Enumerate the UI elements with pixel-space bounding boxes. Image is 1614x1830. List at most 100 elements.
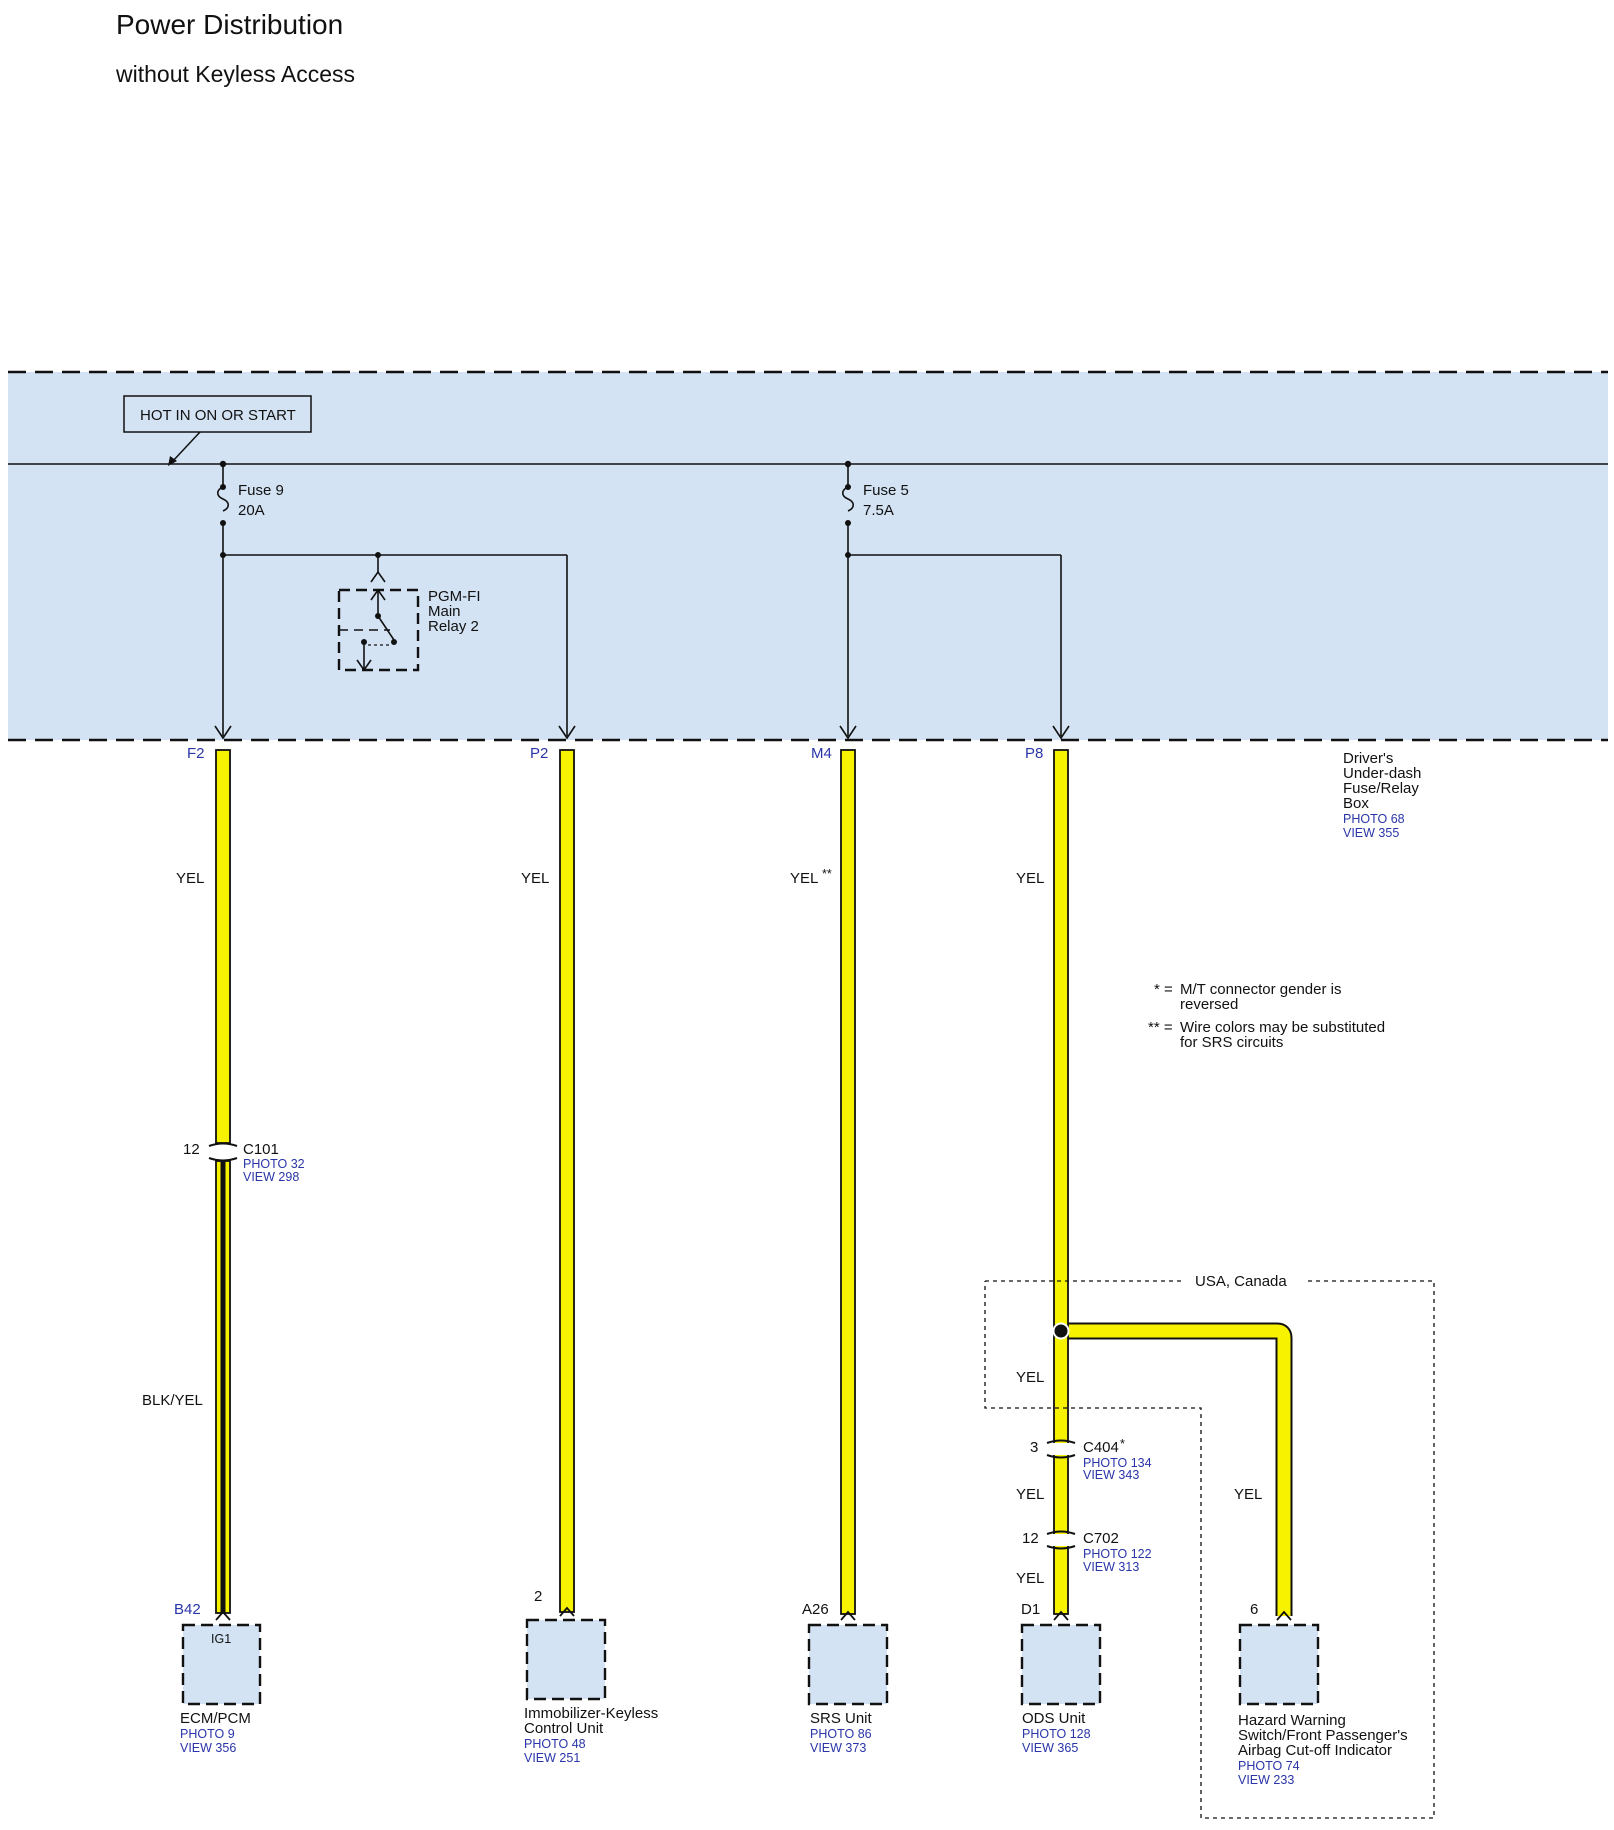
c702-name: C702 [1083,1530,1119,1547]
hot-label-box [123,395,312,433]
wire-ods-color-3: YEL [1016,1570,1044,1587]
wire-hazard [1061,1324,1291,1616]
c702-pin: 12 [1022,1530,1039,1547]
hazard-switch-box [1238,1623,1320,1706]
immobilizer-pin-arrow [559,1606,575,1617]
ods-name: ODS Unit [1022,1710,1086,1727]
hot-label-pointer [171,431,201,463]
hazard-pin: 6 [1250,1601,1258,1618]
note-2-mark: ** = [1148,1019,1173,1036]
srs-unit-box [807,1623,889,1706]
srs-photo: PHOTO 86 [810,1727,872,1741]
ods-unit-box [1020,1623,1102,1706]
fuse-5 [841,460,855,555]
srs-name: SRS Unit [810,1710,873,1727]
fuse-box-view: VIEW 355 [1343,826,1399,840]
wire-f2-black-stripe [220,1161,226,1613]
relay-label-3: Relay 2 [428,618,479,635]
c101-photo: PHOTO 32 [243,1157,305,1171]
ecm-pin-arrow [215,1610,231,1621]
note-1-line-2: reversed [1180,996,1238,1013]
page-title: Power Distribution [116,9,343,40]
relay-label-1: PGM-FI [428,588,481,605]
fuse-box-label-1: Driver's [1343,750,1393,767]
c404-view: VIEW 343 [1083,1468,1139,1482]
wire-p2 [559,749,575,1613]
wire-p8 [1053,749,1069,1615]
fuse-box-label-2: Under-dash [1343,765,1421,782]
hazard-pin-arrow [1276,1610,1292,1621]
terminal-p8: P8 [1025,745,1043,762]
wire-f2-lower-color: BLK/YEL [142,1392,203,1409]
wire-p8-color: YEL [1016,870,1044,887]
c404-pin: 3 [1030,1439,1038,1456]
p8-arrow [1052,725,1070,740]
c101-name: C101 [243,1141,279,1158]
hazard-name-2: Switch/Front Passenger's [1238,1727,1408,1744]
c404-name: C404 [1083,1439,1119,1456]
splice-point [1052,1322,1070,1340]
fuse-5-rating: 7.5A [863,502,894,519]
srs-view: VIEW 373 [810,1741,866,1755]
ods-photo: PHOTO 128 [1022,1727,1091,1741]
srs-pin: A26 [802,1601,829,1618]
f2-arrow [214,725,232,740]
wire-m4 [840,749,856,1615]
connector-c702 [1046,1530,1076,1550]
ecm-pin-function: IG1 [211,1632,231,1646]
note-2-line-1: Wire colors may be substituted [1180,1019,1385,1036]
ods-view: VIEW 365 [1022,1741,1078,1755]
fuse-box-label-3: Fuse/Relay [1343,780,1419,797]
terminal-f2: F2 [187,745,205,762]
terminal-p2: P2 [530,745,548,762]
ecm-view: VIEW 356 [180,1741,236,1755]
hazard-view: VIEW 233 [1238,1773,1294,1787]
page-subtitle: without Keyless Access [115,61,355,87]
c702-view: VIEW 313 [1083,1560,1139,1574]
c101-view: VIEW 298 [243,1170,299,1184]
ods-pin: D1 [1021,1601,1040,1618]
note-2-line-2: for SRS circuits [1180,1034,1283,1051]
fuse-box-label-4: Box [1343,795,1369,812]
wire-hazard-color: YEL [1234,1486,1262,1503]
connector-c404 [1046,1439,1076,1459]
note-1-line-1: M/T connector gender is [1180,981,1341,998]
c404-photo: PHOTO 134 [1083,1456,1152,1470]
pgm-fi-main-relay-2 [337,552,420,672]
wire-f2-color: YEL [176,870,204,887]
ecm-pin: B42 [174,1601,201,1618]
region-usa-canada [984,1280,1435,1819]
wire-m4-color: YEL [790,870,818,887]
p2-arrow [558,725,576,740]
srs-pin-arrow [840,1610,856,1621]
ecm-photo: PHOTO 9 [180,1727,235,1741]
wire-m4-mark: ** [822,867,832,881]
c702-photo: PHOTO 122 [1083,1547,1152,1561]
fuse-9-name: Fuse 9 [238,482,284,499]
immobilizer-name-1: Immobilizer-Keyless [524,1705,658,1722]
c404-mark: * [1120,1437,1125,1451]
fuse-relay-box-area [8,372,1608,740]
wire-ods-color-1: YEL [1016,1369,1044,1386]
immobilizer-pin: 2 [534,1588,542,1605]
m4-arrow [839,725,857,740]
ods-pin-arrow [1053,1610,1069,1621]
note-1-mark: * = [1154,981,1173,998]
hazard-name-3: Airbag Cut-off Indicator [1238,1742,1392,1759]
ecm-pcm-box [181,1623,262,1706]
wire-ods-color-2: YEL [1016,1486,1044,1503]
wire-p2-color: YEL [521,870,549,887]
connector-c101 [208,1142,238,1162]
region-label: USA, Canada [1195,1273,1287,1290]
ecm-name: ECM/PCM [180,1710,251,1727]
c101-pin: 12 [183,1141,200,1158]
immobilizer-photo: PHOTO 48 [524,1737,586,1751]
immobilizer-name-2: Control Unit [524,1720,604,1737]
fuse-9-rating: 20A [238,502,265,519]
fuse-5-name: Fuse 5 [863,482,909,499]
hot-label: HOT IN ON OR START [140,407,296,424]
wire-f2-upper [215,749,231,1144]
hazard-photo: PHOTO 74 [1238,1759,1300,1773]
hazard-name-1: Hazard Warning [1238,1712,1346,1729]
